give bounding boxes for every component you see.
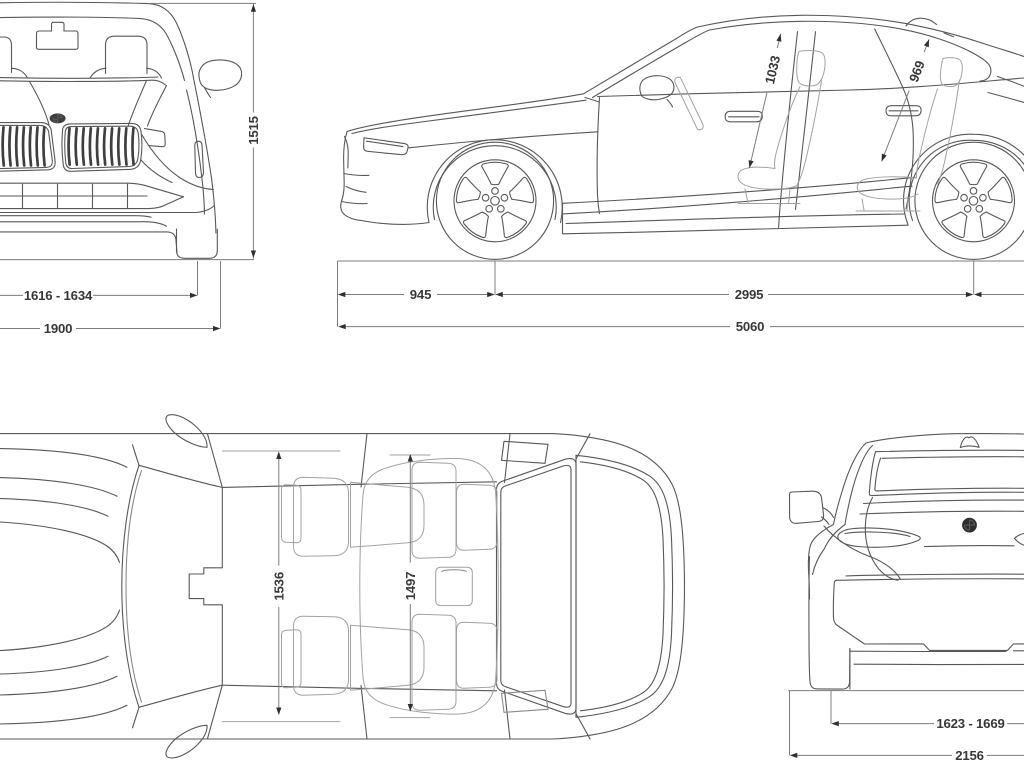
svg-text:2995: 2995 [735,287,764,302]
svg-text:1033: 1033 [762,54,783,85]
svg-text:945: 945 [410,287,431,302]
svg-text:1515: 1515 [246,116,261,145]
svg-text:1497: 1497 [403,572,418,601]
svg-text:5060: 5060 [736,319,765,334]
svg-text:2156: 2156 [955,748,984,763]
svg-text:1623 - 1669: 1623 - 1669 [936,716,1004,731]
svg-text:1900: 1900 [44,321,73,336]
svg-text:1616 - 1634: 1616 - 1634 [24,288,93,303]
svg-text:1536: 1536 [272,572,287,601]
svg-text:969: 969 [906,59,928,84]
